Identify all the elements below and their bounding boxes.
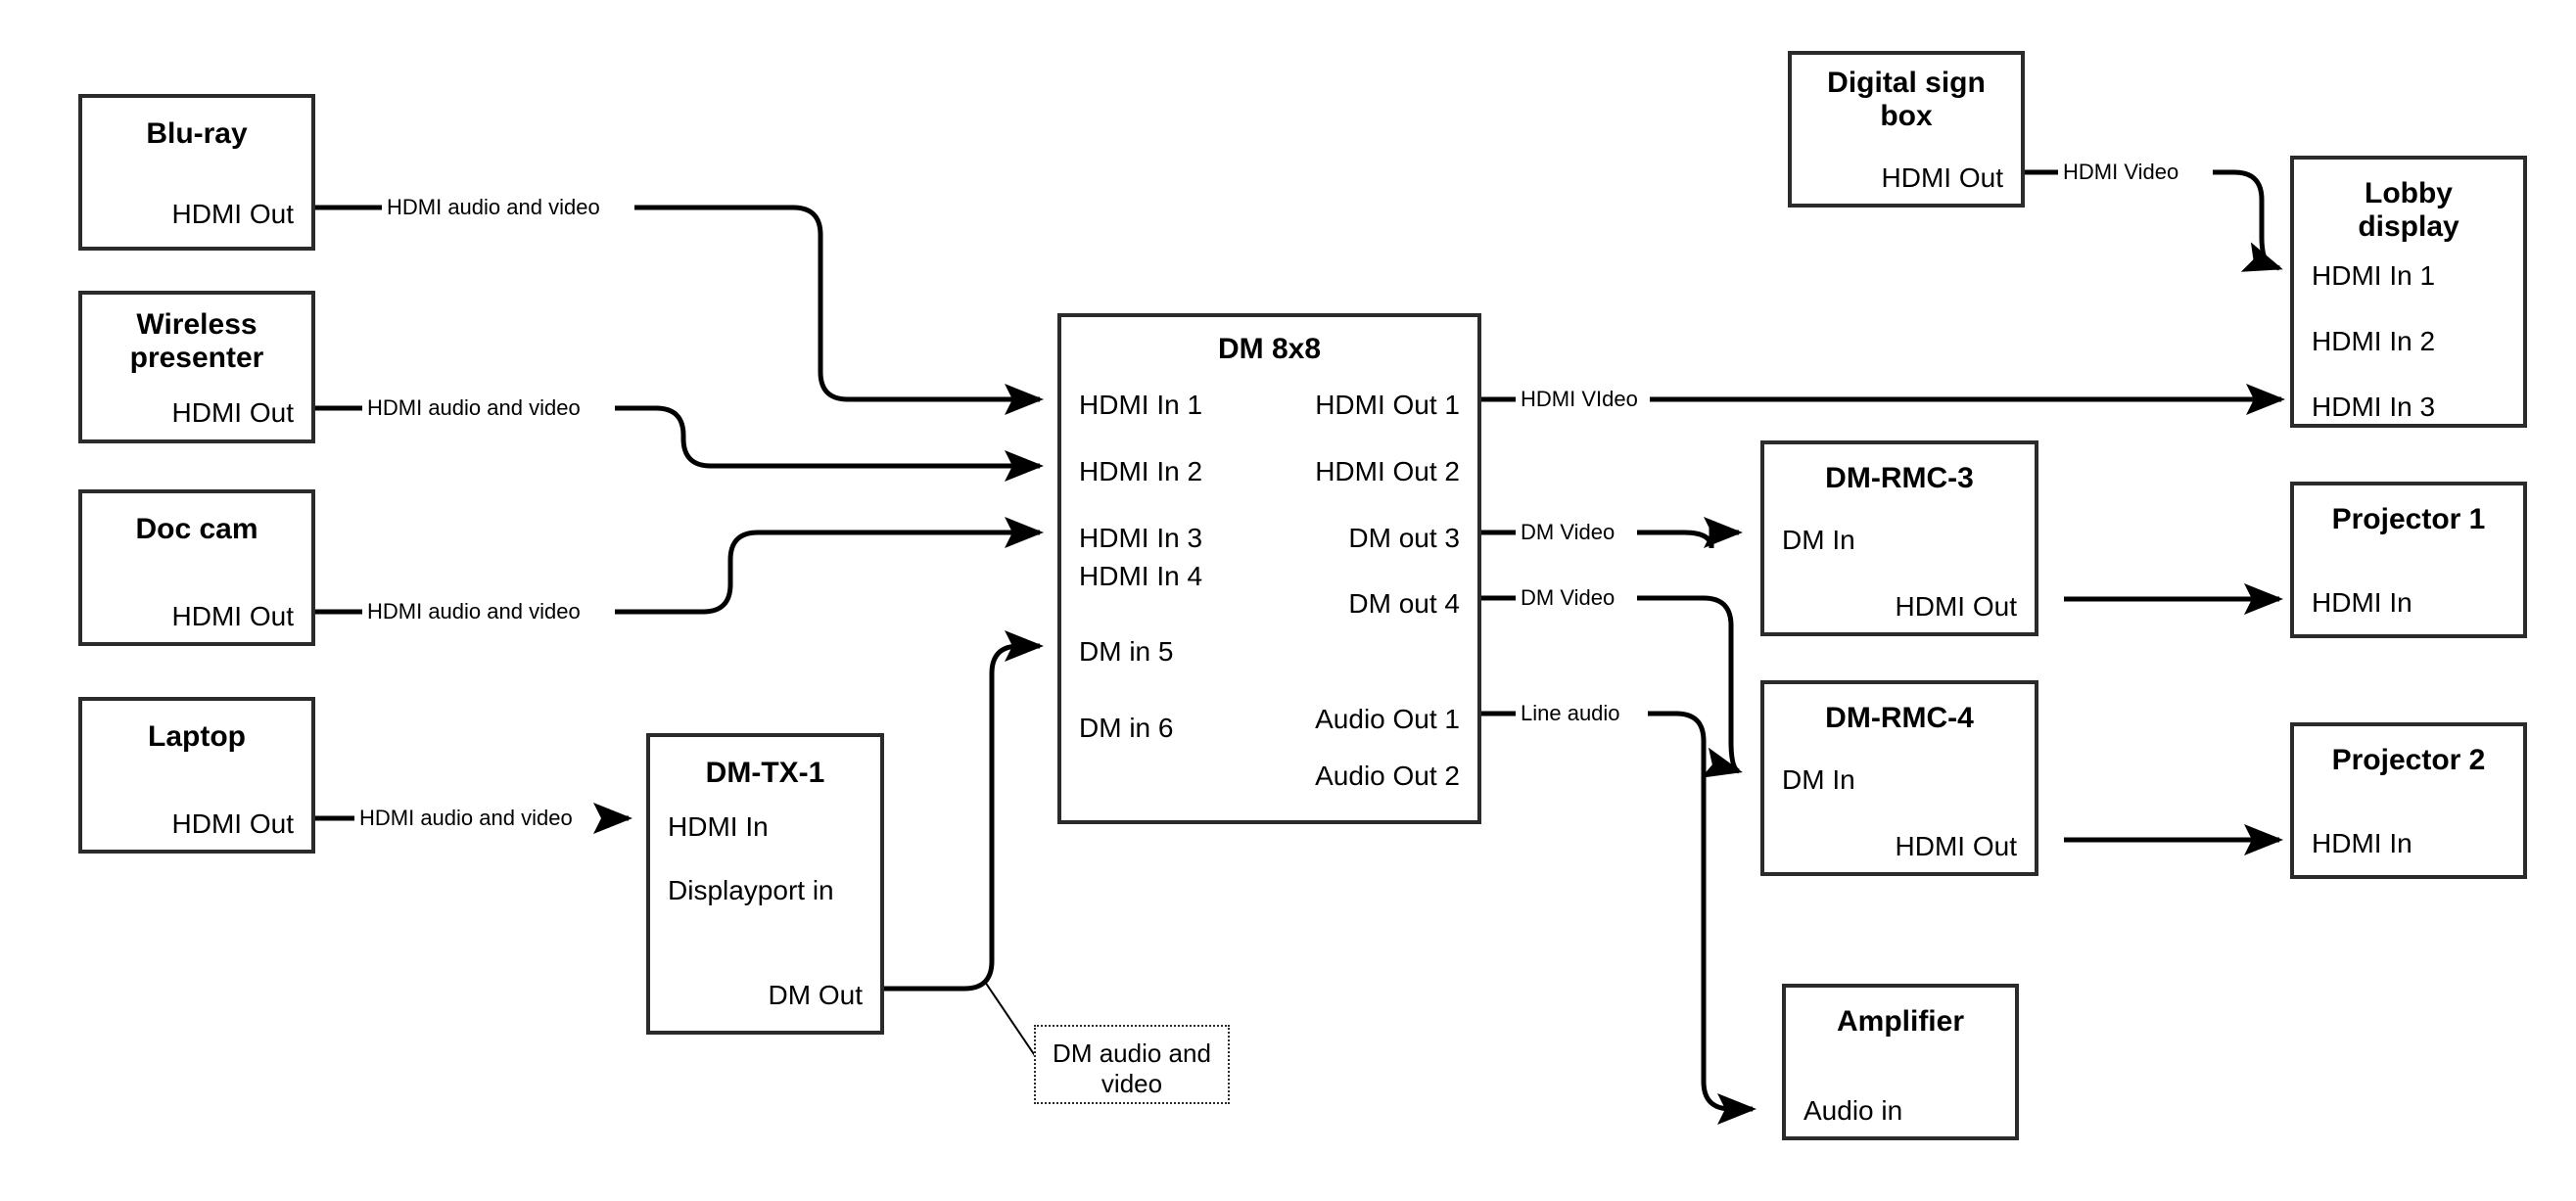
- node-dm-rmc-3-title: DM-RMC-3: [1825, 462, 1974, 494]
- node-projector-2-port-hdmi-in: HDMI In: [2312, 828, 2412, 858]
- node-dm-tx-1-port-dm-out: DM Out: [768, 980, 863, 1010]
- node-dm-8x8[interactable]: DM 8x8 HDMI In 1 HDMI In 2 HDMI In 3 HDM…: [1057, 313, 1481, 824]
- edge-dm8x8-dmout3-to-rmc3: [1481, 521, 1739, 548]
- node-dm-tx-1-title: DM-TX-1: [705, 757, 825, 789]
- node-dm-rmc-4[interactable]: DM-RMC-4 DM In HDMI Out: [1760, 680, 2038, 876]
- node-laptop-port-hdmi-out: HDMI Out: [171, 808, 294, 839]
- node-projector-2-title: Projector 2: [2331, 744, 2486, 776]
- node-laptop-title: Laptop: [148, 720, 246, 753]
- edge-label-bluray-to-dm8x8: HDMI audio and video: [382, 197, 605, 218]
- node-doc-cam-title: Doc cam: [135, 513, 258, 545]
- edge-label-laptop-to-dmtx1: HDMI audio and video: [354, 808, 578, 829]
- node-dm-8x8-input-dm-in-6: DM in 6: [1079, 713, 1174, 743]
- node-wireless-presenter-title-line1: Wireless: [136, 308, 258, 341]
- node-wireless-presenter-title-line2: presenter: [129, 342, 264, 374]
- edge-label-wireless-to-dm8x8: HDMI audio and video: [362, 397, 585, 419]
- node-digital-sign-box-title-line1: Digital sign: [1827, 67, 1986, 99]
- node-bluray-title: Blu-ray: [146, 117, 248, 150]
- node-dm-rmc-4-port-dm-in: DM In: [1782, 764, 1855, 795]
- node-lobby-display-title-line1: Lobby: [2365, 177, 2453, 209]
- node-dm-8x8-output-hdmi-out-1: HDMI Out 1: [1315, 390, 1460, 420]
- node-bluray-port-hdmi-out: HDMI Out: [171, 199, 294, 229]
- node-digital-sign-box-port-hdmi-out: HDMI Out: [1881, 162, 2003, 193]
- node-dm-rmc-3-port-hdmi-out: HDMI Out: [1895, 591, 2017, 622]
- node-amplifier-port-audio-in: Audio in: [1803, 1095, 1903, 1126]
- node-dm-rmc-4-title: DM-RMC-4: [1825, 702, 1974, 734]
- node-lobby-display-input-hdmi-in-1: HDMI In 1: [2312, 260, 2436, 291]
- node-projector-2[interactable]: Projector 2 HDMI In: [2290, 722, 2527, 879]
- node-dm-tx-1-port-displayport-in: Displayport in: [668, 875, 834, 905]
- node-lobby-display-input-hdmi-in-2: HDMI In 2: [2312, 326, 2436, 356]
- edge-wireless-to-dm8x8: [315, 405, 1040, 466]
- edge-dmtx1-to-dm8x8: [884, 629, 1045, 992]
- node-dm-8x8-input-dm-in-5: DM in 5: [1079, 636, 1174, 667]
- node-dm-rmc-4-port-hdmi-out: HDMI Out: [1895, 831, 2017, 861]
- node-dm-8x8-output-audio-out-1: Audio Out 1: [1315, 704, 1460, 734]
- node-dm-8x8-output-dm-out-3: DM out 3: [1348, 523, 1460, 553]
- node-lobby-display-input-hdmi-in-3: HDMI In 3: [2312, 392, 2436, 422]
- node-dm-8x8-output-audio-out-2: Audio Out 2: [1315, 761, 1460, 791]
- node-doc-cam[interactable]: Doc cam HDMI Out: [78, 489, 315, 646]
- edge-label-dm8x8-dmout3-to-rmc3: DM Video: [1516, 522, 1620, 543]
- edge-bluray-to-dm8x8: [315, 205, 1040, 399]
- node-dm-8x8-title: DM 8x8: [1217, 333, 1322, 365]
- node-digital-sign-box-title-line2: box: [1880, 100, 1933, 132]
- node-dm-tx-1-port-hdmi-in: HDMI In: [668, 811, 769, 842]
- edge-note-leader-line: [984, 981, 1037, 1058]
- edge-label-doccam-to-dm8x8: HDMI audio and video: [362, 601, 585, 623]
- edge-label-digitalsign-to-lobby: HDMI Video: [2058, 162, 2184, 183]
- node-lobby-display[interactable]: Lobby display HDMI In 1 HDMI In 2 HDMI I…: [2290, 156, 2527, 428]
- node-dm-8x8-input-hdmi-in-3: HDMI In 3: [1079, 523, 1203, 553]
- node-amplifier[interactable]: Amplifier Audio in: [1782, 984, 2019, 1140]
- note-dm-audio-and-video-line2: video: [1101, 1069, 1163, 1098]
- node-bluray[interactable]: Blu-ray HDMI Out: [78, 94, 315, 251]
- node-projector-1-port-hdmi-in: HDMI In: [2312, 587, 2412, 618]
- node-doc-cam-port-hdmi-out: HDMI Out: [171, 601, 294, 631]
- node-dm-8x8-output-hdmi-out-2: HDMI Out 2: [1315, 456, 1460, 486]
- edge-label-dm8x8-dmout4-to-rmc4: DM Video: [1516, 587, 1620, 609]
- note-dm-audio-and-video-line1: DM audio and: [1053, 1039, 1211, 1068]
- note-dm-audio-and-video: DM audio and video: [1034, 1025, 1230, 1104]
- node-dm-8x8-output-dm-out-4: DM out 4: [1348, 588, 1460, 619]
- node-dm-rmc-3[interactable]: DM-RMC-3 DM In HDMI Out: [1760, 440, 2038, 636]
- edge-doccam-to-dm8x8: [315, 532, 1040, 615]
- edge-label-dm8x8-hdmiout1-to-lobby: HDMI VIdeo: [1516, 389, 1643, 410]
- edge-dm8x8-audioout1-to-amplifier: [1481, 711, 1753, 1109]
- edge-label-dm8x8-audioout1-to-amplifier: Line audio: [1516, 703, 1625, 724]
- edge-dm8x8-dmout4-to-rmc4: [1481, 595, 1739, 771]
- node-dm-8x8-input-hdmi-in-2: HDMI In 2: [1079, 456, 1203, 486]
- node-dm-8x8-input-hdmi-in-1: HDMI In 1: [1079, 390, 1203, 420]
- node-lobby-display-title-line2: display: [2358, 210, 2459, 243]
- node-projector-1-title: Projector 1: [2331, 503, 2486, 535]
- node-digital-sign-box[interactable]: Digital sign box HDMI Out: [1788, 51, 2025, 208]
- node-dm-tx-1[interactable]: DM-TX-1 HDMI In Displayport in DM Out: [646, 733, 884, 1035]
- node-amplifier-title: Amplifier: [1836, 1005, 1965, 1038]
- node-wireless-presenter[interactable]: Wireless presenter HDMI Out: [78, 291, 315, 443]
- node-wireless-presenter-port-hdmi-out: HDMI Out: [171, 397, 294, 428]
- edge-digitalsign-to-lobby: [2025, 169, 2279, 268]
- node-projector-1[interactable]: Projector 1 HDMI In: [2290, 482, 2527, 638]
- node-dm-rmc-3-port-dm-in: DM In: [1782, 525, 1855, 555]
- node-laptop[interactable]: Laptop HDMI Out: [78, 697, 315, 854]
- node-dm-8x8-input-hdmi-in-4: HDMI In 4: [1079, 561, 1203, 591]
